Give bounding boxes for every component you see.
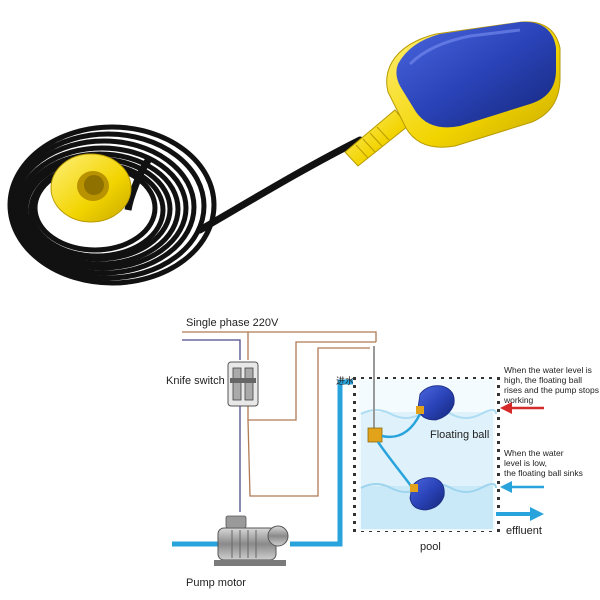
float-blue-cover [396, 21, 556, 128]
float-cable [196, 136, 364, 234]
high-level-note: When the water level is high, the floati… [503, 365, 600, 405]
float-switch-body [344, 21, 561, 167]
pump-motor-icon [214, 515, 289, 566]
knife-switch-label: Knife switch [166, 375, 225, 387]
wires [182, 331, 377, 512]
floating-ball-label: Floating ball [430, 429, 489, 441]
float-mount [367, 427, 383, 443]
pump-motor-label: Pump motor [186, 577, 246, 589]
float-switch-photo [7, 21, 561, 286]
level-arrows [496, 402, 544, 521]
low-level-note: When the water level is low, the floatin… [504, 448, 583, 478]
wiring-diagram: Single phase 220V Knife switch 进水 [166, 317, 600, 589]
effluent-label: effluent [506, 525, 542, 537]
float-ball-low-icon [409, 477, 445, 511]
water-pipes [172, 379, 360, 547]
pool-label: pool [420, 541, 441, 553]
inlet-label: 进水 [336, 375, 354, 386]
float-ball-icon [416, 385, 455, 421]
supply-label: Single phase 220V [186, 317, 279, 329]
cable-bobbin [50, 153, 132, 223]
knife-switch-icon [227, 361, 259, 407]
